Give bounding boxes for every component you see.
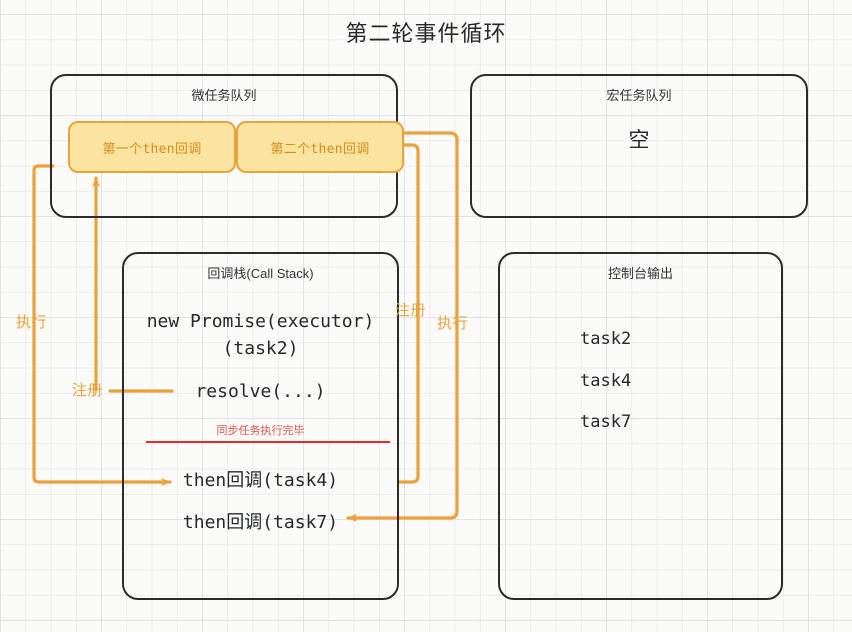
arrow-label-register-left: 注册 [72,382,104,399]
call-stack-frame-task2: (task2) [222,338,299,359]
macrotask-queue-panel: 宏任务队列 空 [470,74,808,218]
call-stack-frame-new-promise: new Promise(executor) [146,311,375,332]
console-line-task4: task4 [580,371,632,391]
console-line-task2: task2 [580,329,632,349]
microtask-item-second-then[interactable]: 第二个then回调 [236,121,404,173]
console-output-title: 控制台输出 [607,266,673,281]
console-output-panel: 控制台输出 task2 task4 task7 [498,252,783,600]
call-stack-panel: 回调栈(Call Stack) new Promise(executor) (t… [122,252,399,600]
arrow-label-exec-right: 执行 [437,315,469,332]
call-stack-frame-then-task7: then回调(task7) [182,512,339,533]
arrow-label-exec-left: 执行 [16,314,48,331]
call-stack-frame-resolve: resolve(...) [195,381,326,402]
console-line-task7: task7 [580,412,632,432]
page-title: 第二轮事件循环 [345,21,507,46]
arrow-label-register-right: 注册 [395,302,427,319]
microtask-queue-panel: 微任务队列 第一个then回调 第二个then回调 [50,74,404,218]
microtask-queue-title: 微任务队列 [191,88,257,103]
macrotask-empty-label: 空 [628,129,650,152]
sync-done-rule [146,441,390,443]
macrotask-queue-title: 宏任务队列 [606,88,672,103]
sync-done-note: 同步任务执行完毕 [216,425,305,437]
call-stack-frame-then-task4: then回调(task4) [182,470,339,491]
microtask-item-first-then[interactable]: 第一个then回调 [68,121,236,173]
call-stack-title: 回调栈(Call Stack) [207,266,314,281]
